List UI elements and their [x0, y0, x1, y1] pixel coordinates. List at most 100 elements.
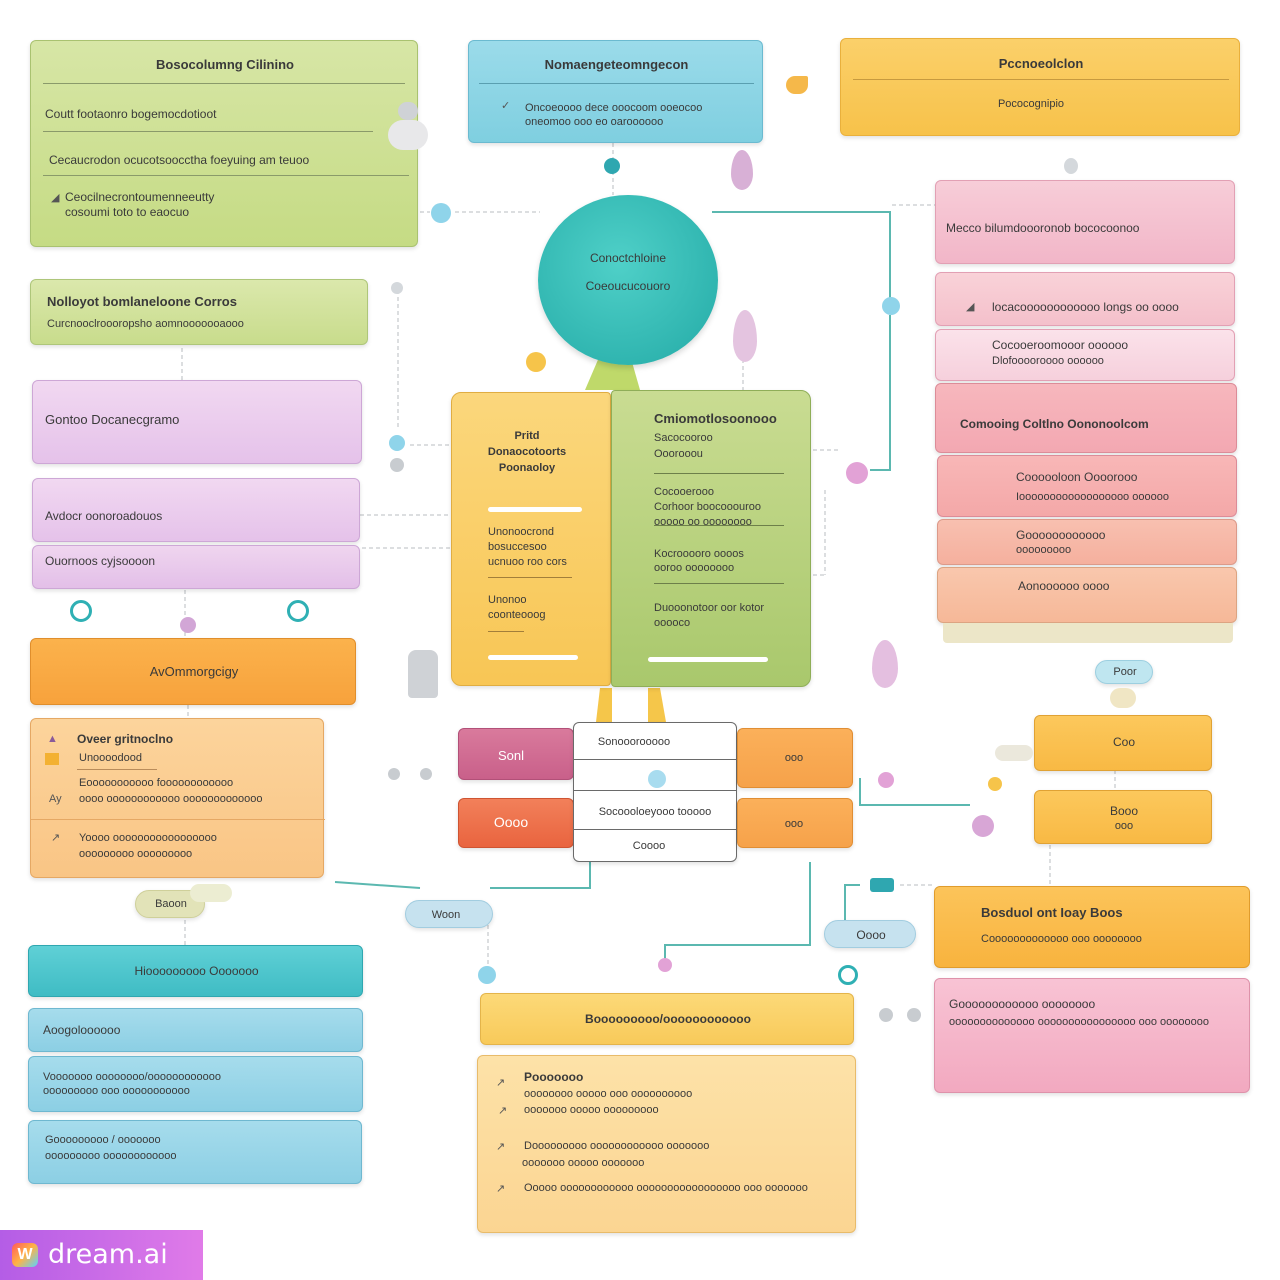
drop-icon	[731, 150, 753, 190]
sticker-blob-icon	[995, 745, 1033, 761]
right-pink-item-6[interactable]: Aonoooooo oooo	[937, 567, 1237, 623]
bottom-center-line-1: Pooooooo	[524, 1070, 584, 1084]
bullet-icon: ◢	[966, 301, 975, 313]
drop-icon	[872, 640, 898, 688]
node-dot	[391, 282, 403, 294]
right-bottom-pink-line-1: Goooooooooooo oooooooo	[949, 997, 1096, 1011]
left-teal-header[interactable]: Hiooooooooo Ooooooo	[28, 945, 363, 997]
center-table-right-1[interactable]: ooo	[737, 728, 853, 788]
divider	[574, 790, 736, 791]
right-pink-item-3b-label: Dlofooooroooo oooooo	[992, 355, 1104, 367]
node-dot	[846, 462, 868, 484]
book-left-line-5: coonteooog	[488, 609, 546, 621]
node-dot	[604, 158, 620, 174]
center-circle-line-1: Conoctchloine	[589, 251, 667, 265]
book-left-line-2: bosuccesoo	[488, 541, 547, 553]
bottom-center-header-label: Booooooooo/oooooooooooo	[585, 1012, 751, 1026]
right-pink-item-4[interactable]: Coooooloon Oooorooo Ioooooooooooooooooo …	[937, 455, 1237, 517]
right-pink-section-header[interactable]: Comooing Coltlno Oononoolcom	[935, 383, 1237, 453]
drop-icon	[733, 310, 757, 362]
bullet-icon: ↗	[496, 1141, 506, 1153]
tag-icon	[870, 878, 894, 892]
center-table-left-2[interactable]: Oooo	[458, 798, 574, 848]
node-dot	[388, 768, 400, 780]
divider	[488, 507, 582, 512]
book-left-line-3: ucnuoo roo cors	[488, 556, 567, 568]
left-orange-item-3a: Yoooo ooooooooooooooooo	[79, 832, 217, 844]
bullet-icon: ↗	[51, 832, 61, 844]
left-teal-item-2a-label: Vooooooo oooooooo/oooooooooooo	[43, 1071, 222, 1083]
center-circle-node[interactable]: Conoctchloine Coeoucucouoro	[538, 195, 718, 365]
book-right-line-7: ooooco	[654, 617, 691, 629]
left-teal-header-label: Hiooooooooo Ooooooo	[134, 964, 259, 978]
node-dot	[879, 1008, 893, 1022]
top-left-line-2: Cecaucrodon ocucotsoocctha foeyuing am t…	[49, 153, 310, 167]
left-teal-item-3[interactable]: Gooooooooo / ooooooo ooooooooo ooooooooo…	[28, 1120, 362, 1184]
node-dot	[1064, 158, 1078, 174]
warning-icon: ▲	[47, 733, 58, 745]
left-orange-item-1b: Unoooodood	[79, 752, 143, 764]
divider	[654, 525, 784, 526]
pill-center[interactable]: Woon	[405, 900, 493, 928]
left-purple-item-1-label: Gontoo Docanecgramo	[45, 412, 180, 427]
top-left-line-3b: cosoumi toto to eaocuo	[65, 205, 190, 219]
center-table-left-1[interactable]: Sonl	[458, 728, 574, 780]
square-icon	[45, 753, 59, 765]
node-dot	[907, 1008, 921, 1022]
right-small-pill[interactable]: Poor	[1095, 660, 1153, 684]
book-right-line-5: ooroo oooooooo	[654, 562, 735, 574]
left-teal-item-2[interactable]: Vooooooo oooooooo/oooooooooooo ooooooooo…	[28, 1056, 363, 1112]
left-teal-item-1-label: Aoogoloooooo	[43, 1023, 121, 1037]
right-pink-item-2-label: locacoooooooooooo longs oo oooo	[992, 300, 1179, 314]
left-purple-item-2[interactable]: Avdocr oonoroadouos	[32, 478, 360, 542]
pill-right-label: Oooo	[856, 928, 886, 942]
left-purple-item-3-label: Ouornoos cyjsoooon	[45, 554, 156, 568]
left-orange-body: ▲ Oveer gritnoclno Unoooodood Eooooooooo…	[30, 718, 325, 878]
hand-icon	[408, 650, 438, 698]
top-left-line-1: Coutt footaonro bogemocdotioot	[45, 107, 217, 121]
left-purple-item-1[interactable]: Gontoo Docanecgramo	[32, 380, 362, 464]
right-small-box-2b-label: ooo	[1114, 820, 1134, 832]
divider	[574, 759, 736, 760]
book-left-title-1: Pritd	[514, 430, 540, 442]
left-orange-item-1a: Oveer gritnoclno	[77, 732, 174, 746]
pill-right[interactable]: Oooo	[824, 920, 916, 948]
left-teal-item-3b-label: ooooooooo oooooooooooo	[45, 1150, 177, 1162]
location-pin-icon	[70, 600, 92, 622]
left-purple-item-3[interactable]: Ouornoos cyjsoooon	[32, 545, 360, 589]
top-right-card: Pccnoeolclon Pococognipio	[840, 38, 1240, 136]
book-left-title-3: Poonaoloy	[498, 462, 556, 474]
left-green-card-title: Nolloyot bomlaneloone Corros	[47, 294, 237, 309]
left-orange-header[interactable]: AvOmmorgcigy	[30, 638, 356, 705]
divider	[488, 655, 578, 660]
center-table-right-2[interactable]: ooo	[737, 798, 853, 848]
right-orange-card: Bosduol ont Ioay Boos Cooooooooooooo ooo…	[934, 886, 1250, 968]
right-small-box-2[interactable]: Booo ooo	[1034, 790, 1212, 844]
bottom-center-line-3: ooooooo ooooo ooooooooo	[524, 1104, 659, 1116]
book-right-sub-1: Sacocooroo	[654, 432, 713, 444]
right-bottom-pink-line-2: oooooooooooooo oooooooooooooooo ooo oooo…	[949, 1016, 1209, 1028]
right-pink-item-2[interactable]: ◢ locacoooooooooooo longs oo oooo	[935, 272, 1235, 326]
bottom-center-header[interactable]: Booooooooo/oooooooooooo	[480, 993, 854, 1045]
watermark-banner: W dream.ai	[0, 1230, 203, 1280]
right-pink-item-1[interactable]: Mecco bilumdoooronob bococoonoo	[935, 180, 1235, 264]
bullet-icon: Ay	[49, 793, 62, 805]
left-green-card: Nolloyot bomlaneloone Corros Curcnooclro…	[30, 279, 368, 345]
node-dot	[878, 772, 894, 788]
divider	[31, 819, 325, 820]
right-pink-item-3[interactable]: Cocooeroomooor oooooo Dlofooooroooo oooo…	[935, 329, 1235, 381]
left-teal-item-1[interactable]: Aoogoloooooo	[28, 1008, 363, 1052]
center-book-right-page: Cmiomotlosoonooo Sacocooroo Ooorooou Coc…	[611, 390, 811, 687]
book-right-line-6: Duooonotoor oor kotor	[654, 602, 765, 614]
right-pink-footer-strip	[943, 623, 1233, 643]
divider	[43, 131, 373, 132]
node-dot	[478, 966, 496, 984]
left-purple-item-2-label: Avdocr oonoroadouos	[45, 509, 163, 523]
right-small-box-1[interactable]: Coo	[1034, 715, 1212, 771]
top-left-card-title: Bosocolumng Cilinino	[156, 57, 294, 72]
bullet-icon: ✓	[501, 100, 511, 112]
divider	[479, 83, 754, 84]
top-left-card: Bosocolumng Cilinino Coutt footaonro bog…	[30, 40, 418, 247]
right-pink-item-5[interactable]: Goooooooooooo ooooooooo	[937, 519, 1237, 565]
